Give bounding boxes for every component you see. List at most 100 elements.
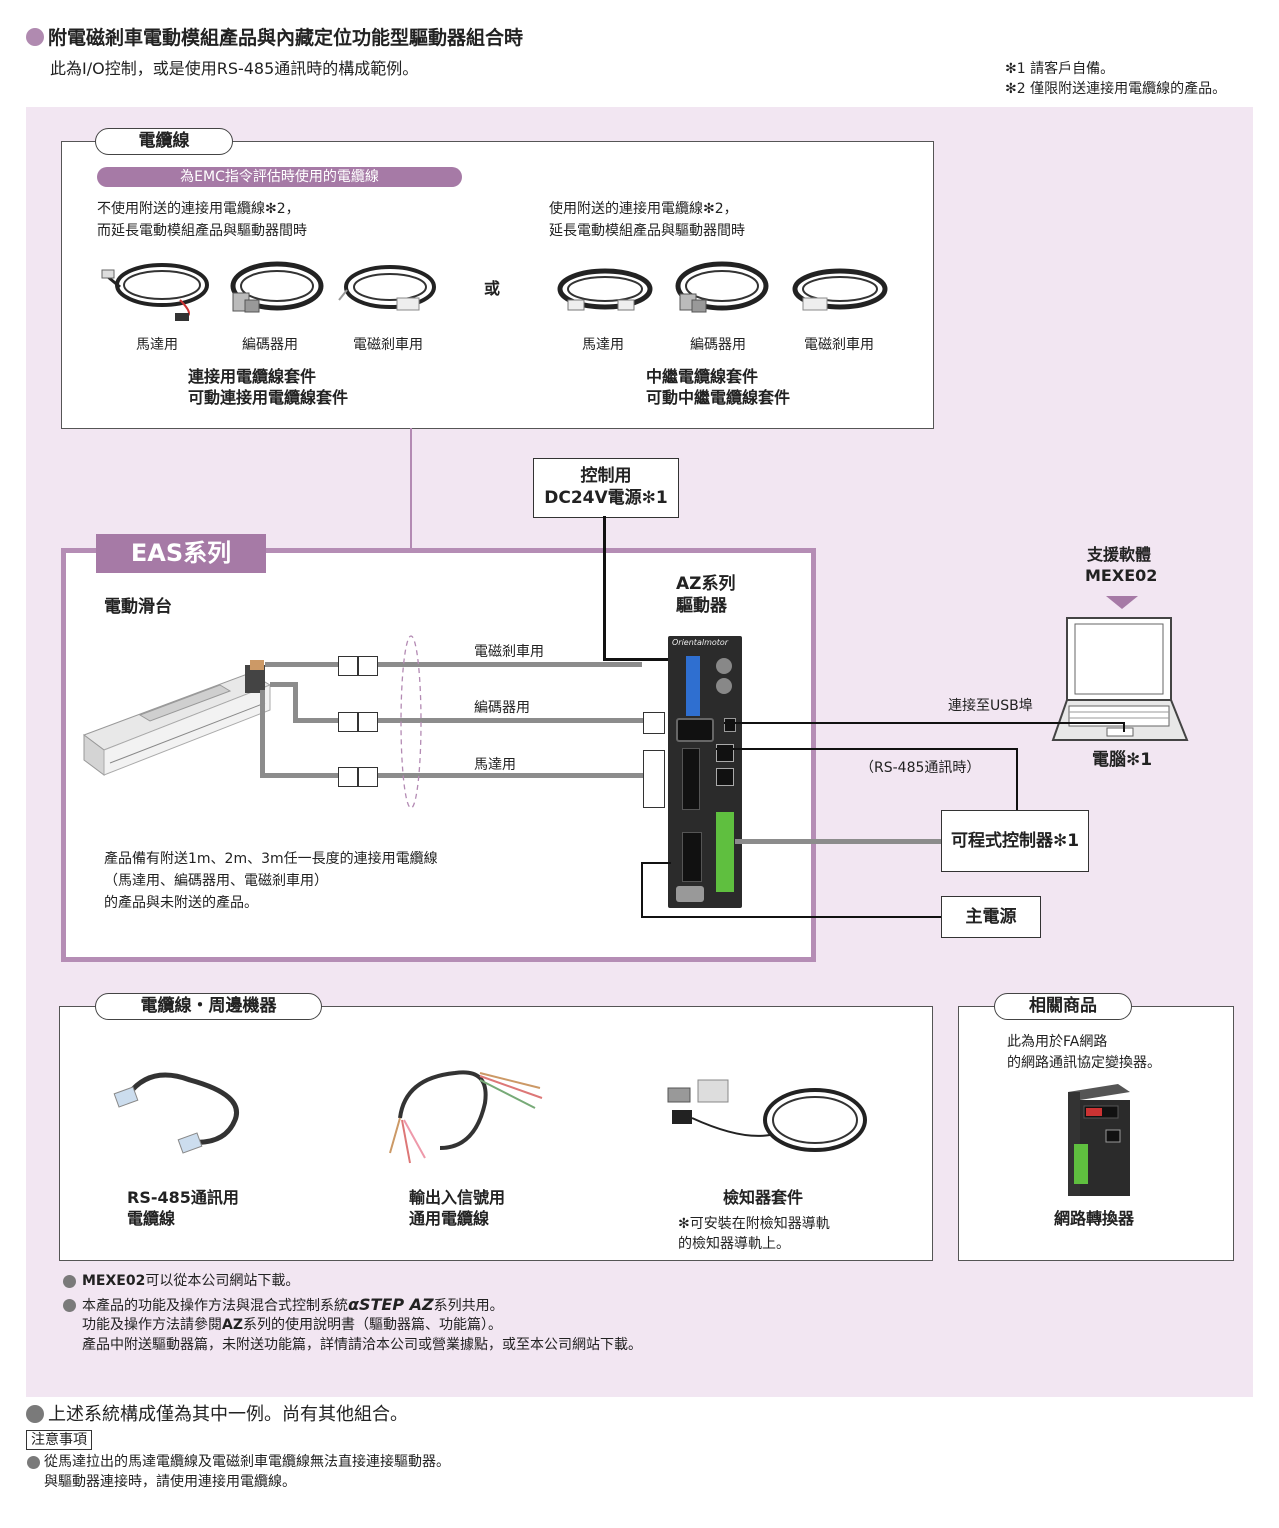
usb-line-v: [1123, 722, 1125, 732]
right-kit-1: 中繼電纜線套件: [646, 367, 759, 386]
laptop-icon: [1051, 617, 1189, 741]
rs485-line-v: [1016, 748, 1018, 810]
left-item-motor: 馬達用: [136, 337, 178, 353]
peripherals-section: [59, 1006, 933, 1261]
emc-dashed-ellipse: [400, 635, 422, 809]
note-1: MEXE02可以從本公司網站下載。: [82, 1272, 299, 1290]
driver-port-usb: [724, 718, 736, 732]
note-1-rest: 可以從本公司網站下載。: [145, 1273, 300, 1289]
title-bullet: [26, 28, 44, 46]
cable-arrow-line: [410, 428, 412, 624]
software-line2: MEXE02: [1085, 566, 1158, 585]
rs485-cable-label-1: RS-485通訊用: [127, 1188, 239, 1207]
sensor-kit-image: [667, 1079, 867, 1152]
eas-note-2: （馬達用、編碼器用、電磁剎車用）: [104, 873, 328, 889]
right-desc-2: 延長電動模組產品與驅動器間時: [549, 223, 745, 239]
left-item-encoder: 編碼器用: [242, 337, 298, 353]
usb-label: 連接至USB埠: [948, 698, 1033, 714]
rs485-cable-image: [113, 1072, 239, 1154]
network-converter-label: 網路轉換器: [1054, 1209, 1135, 1228]
driver-terminal-blue: [686, 656, 700, 716]
alphastep-logo: αSTEP AZ: [348, 1295, 434, 1314]
note-2-line2-a: 功能及操作方法請參閱: [82, 1317, 222, 1333]
peripherals-tab: 電纜線・周邊機器: [95, 993, 322, 1020]
sensor-note-2: 的檢知器導軌上。: [678, 1236, 790, 1252]
encoder-cable-line-v: [293, 682, 298, 723]
motor-cable-image-right: [557, 268, 653, 311]
right-item-motor: 馬達用: [582, 337, 624, 353]
right-kit-2: 可動中繼電纜線套件: [646, 388, 791, 407]
driver-rj45-2: [716, 768, 734, 786]
plc-line: [735, 839, 942, 844]
encoder-driver-connector: [643, 712, 665, 734]
motor-connector-b: [358, 767, 378, 787]
note-2-a: 本產品的功能及操作方法與混合式控制系統: [82, 1298, 348, 1314]
eas-product-label: 電動滑台: [104, 597, 172, 617]
left-item-brake: 電磁剎車用: [353, 337, 423, 353]
rs485-cable-label-2: 電纜線: [127, 1209, 176, 1228]
encoder-cable-label: 編碼器用: [474, 700, 530, 716]
driver-port-encoder: [676, 718, 714, 742]
footer-bullet: [26, 1405, 44, 1423]
note-2-line2-b: 系列的使用說明書（驅動器篇、功能篇）。: [243, 1317, 502, 1333]
dc24v-line-h: [603, 658, 671, 661]
network-converter-image: [1068, 1084, 1130, 1196]
brake-cable-image-left: [338, 265, 436, 311]
eas-note-3: 的產品與未附送的產品。: [104, 895, 258, 911]
related-desc-1: 此為用於FA網路: [1007, 1034, 1108, 1050]
dc24v-power-box: 控制用 DC24V電源✻1: [533, 458, 679, 518]
driver-motor-terminal: [682, 748, 700, 810]
brake-connector-a: [338, 656, 358, 676]
io-cable-label-1: 輸出入信號用: [409, 1188, 506, 1207]
note-2-line3: 產品中附送驅動器篇，未附送功能篇，詳情請洽本公司或營業據點，或至本公司網站下載。: [82, 1337, 642, 1353]
electric-slide-image: [82, 660, 272, 776]
driver-terminal-green: [716, 812, 734, 892]
motor-cable-image-left: [101, 263, 209, 321]
footnote-2: ✻2 僅限附送連接用電纜線的產品。: [1005, 81, 1227, 97]
right-desc-1: 使用附送的連接用電纜線✻2，: [549, 201, 738, 217]
dc24v-line-v: [603, 516, 606, 661]
driver-dial-2: [716, 678, 732, 694]
io-cable-image: [389, 1070, 543, 1164]
usb-line: [724, 722, 1124, 724]
footnote-1: ✻1 請客戶自備。: [1005, 61, 1115, 77]
encoder-cable-line: [293, 718, 643, 723]
page-title: 附電磁剎車電動模組產品與內藏定位功能型驅動器組合時: [48, 27, 524, 49]
software-arrow: [1106, 596, 1138, 609]
encoder-cable-line-h: [270, 682, 298, 687]
related-tab: 相關商品: [994, 993, 1132, 1020]
main-power-line-top: [641, 862, 671, 864]
note-bullet-2: [63, 1299, 76, 1312]
brake-cable-line: [265, 662, 642, 667]
motor-driver-connector: [643, 750, 665, 808]
note-1-bold: MEXE02: [82, 1273, 146, 1289]
driver-power-terminal: [682, 832, 702, 882]
dc24v-line1: 控制用: [580, 466, 632, 486]
rs485-line-h: [716, 748, 1018, 750]
encoder-connector-a: [338, 712, 358, 732]
sensor-kit-label: 檢知器套件: [723, 1188, 804, 1207]
left-desc-1: 不使用附送的連接用電纜線✻2，: [97, 201, 300, 217]
eas-tab: EAS系列: [96, 534, 266, 573]
cable-section-tab: 電纜線: [95, 128, 233, 155]
motor-cable-label: 馬達用: [474, 757, 516, 773]
brake-connector-b: [358, 656, 378, 676]
dc24v-line2: DC24V電源✻1: [544, 488, 668, 508]
motor-cable-line: [260, 773, 643, 778]
note-2-b: 系列共用。: [433, 1298, 504, 1314]
caution-1: 從馬達拉出的馬達電纜線及電磁剎車電纜線無法直接連接驅動器。: [44, 1454, 450, 1470]
left-desc-2: 而延長電動模組產品與驅動器間時: [97, 223, 307, 239]
brake-cable-image-right: [792, 268, 888, 311]
caution-bullet: [27, 1456, 40, 1469]
right-item-encoder: 編碼器用: [690, 337, 746, 353]
driver-label-1: AZ系列: [676, 574, 736, 594]
brake-cable-label: 電磁剎車用: [474, 644, 544, 660]
related-desc-2: 的網路通訊協定變換器。: [1007, 1055, 1161, 1071]
left-kit-1: 連接用電纜線套件: [188, 367, 317, 386]
left-kit-2: 可動連接用電纜線套件: [188, 388, 349, 407]
page-subtitle: 此為I/O控制，或是使用RS-485通訊時的構成範例。: [50, 59, 419, 78]
io-cable-label-2: 通用電纜線: [409, 1209, 490, 1228]
sensor-note-1: ✻可安裝在附檢知器導軌: [678, 1216, 830, 1232]
note-2-line1: 本產品的功能及操作方法與混合式控制系統αSTEP AZ系列共用。: [82, 1296, 504, 1315]
driver-rj45-1: [716, 744, 734, 762]
